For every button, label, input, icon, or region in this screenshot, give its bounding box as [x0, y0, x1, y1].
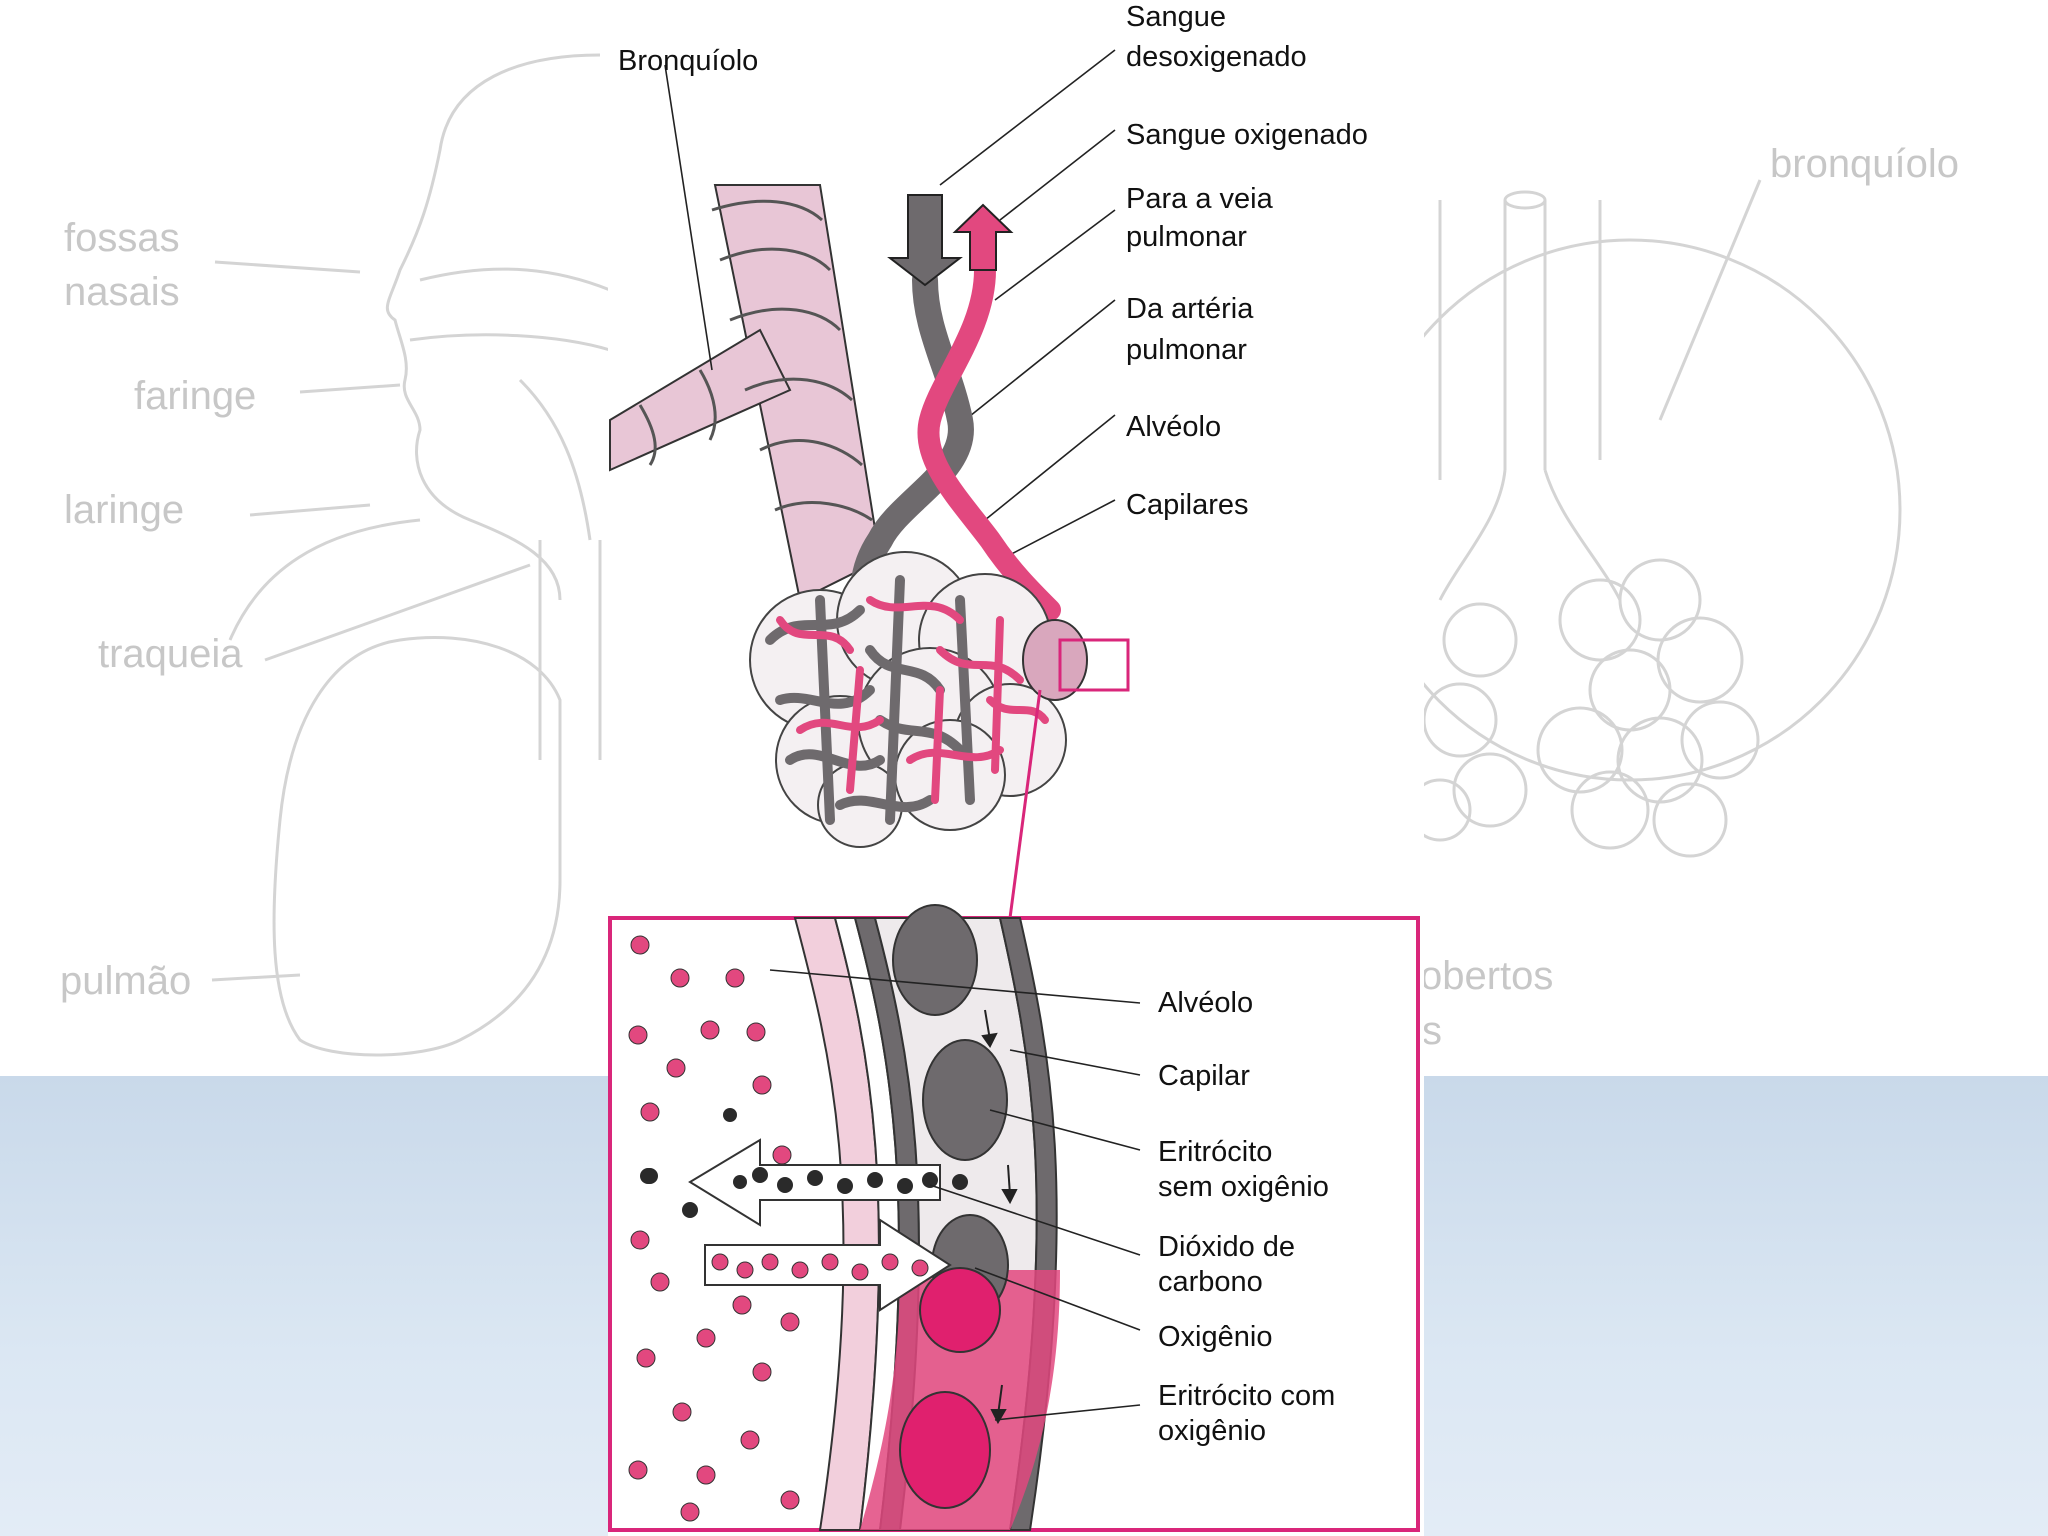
label-dioxido-1: Dióxido de [1158, 1230, 1295, 1265]
label-sangue-oxigenado: Sangue oxigenado [1126, 118, 1368, 153]
label-eritrocito-com-2: oxigênio [1158, 1414, 1266, 1449]
label-da-arteria-2: pulmonar [1126, 333, 1247, 368]
label-para-veia-2: pulmonar [1126, 220, 1247, 255]
label-sangue-desoxigenado-2: desoxigenado [1126, 40, 1307, 75]
label-eritrocito-com-1: Eritrócito com [1158, 1379, 1335, 1414]
erythrocyte-oxygenated [900, 1392, 990, 1508]
erythrocyte-deoxygenated [893, 905, 977, 1015]
label-para-veia-1: Para a veia [1126, 182, 1273, 217]
label-da-arteria-1: Da artéria [1126, 292, 1253, 327]
label-dioxido-2: carbono [1158, 1265, 1263, 1300]
label-oxigenio: Oxigênio [1158, 1320, 1272, 1355]
erythrocyte-oxygenated [920, 1268, 1000, 1352]
label-alveolo-top: Alvéolo [1126, 410, 1221, 445]
label-eritrocito-sem-2: sem oxigênio [1158, 1170, 1329, 1205]
cutaway-alveolus [1023, 620, 1087, 700]
erythrocyte-deoxygenated [923, 1040, 1007, 1160]
label-sangue-desoxigenado-1: Sangue [1126, 0, 1226, 35]
label-bronquiolo: Bronquíolo [618, 44, 758, 79]
label-capilares: Capilares [1126, 488, 1249, 523]
label-alveolo-inset: Alvéolo [1158, 986, 1253, 1021]
label-capilar: Capilar [1158, 1059, 1250, 1094]
label-eritrocito-sem-1: Eritrócito [1158, 1135, 1272, 1170]
inset-panel [610, 905, 1418, 1530]
